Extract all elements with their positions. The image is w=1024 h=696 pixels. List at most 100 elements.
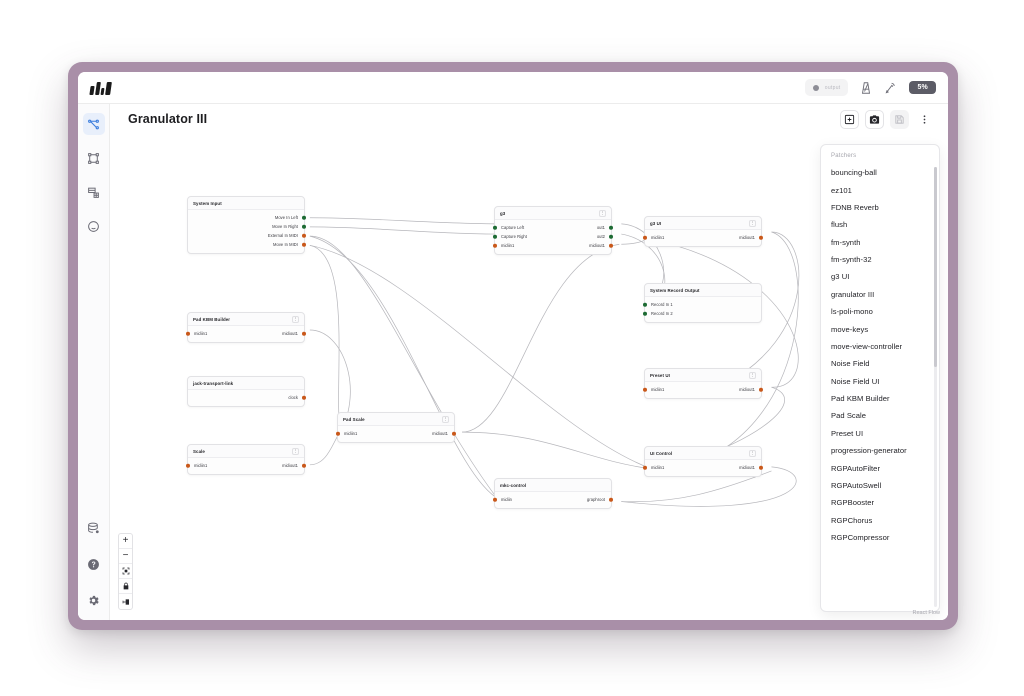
patcher-list-item[interactable]: granulator III bbox=[831, 289, 875, 299]
sidebar-item-database[interactable] bbox=[83, 517, 105, 539]
node-menu-icon[interactable]: ⋮ bbox=[292, 315, 299, 323]
patcher-list-item[interactable]: ez101 bbox=[831, 185, 852, 195]
patcher-list-item[interactable]: flush bbox=[831, 220, 848, 230]
vvvv-logo-icon[interactable] bbox=[89, 81, 116, 95]
sidebar-item-face[interactable] bbox=[83, 215, 105, 237]
node-header[interactable]: Pad Scale⋮ bbox=[338, 413, 454, 426]
patcher-list-item[interactable]: progression-generator bbox=[831, 446, 907, 456]
node-menu-icon[interactable]: ⋮ bbox=[749, 371, 756, 379]
input-port-handle[interactable] bbox=[642, 302, 648, 307]
input-port-handle[interactable] bbox=[335, 431, 341, 436]
patcher-list-item[interactable]: Noise Field bbox=[831, 359, 870, 369]
node-header[interactable]: System Input bbox=[188, 197, 304, 210]
input-port-handle[interactable] bbox=[492, 234, 498, 239]
output-port-handle[interactable] bbox=[608, 243, 614, 248]
patcher-list-item[interactable]: ls-poli-mono bbox=[831, 307, 873, 317]
output-port-handle[interactable] bbox=[758, 235, 764, 240]
patchers-scrollbar-thumb[interactable] bbox=[933, 167, 937, 367]
zoom-out-button[interactable]: − bbox=[119, 549, 132, 564]
sidebar-item-patch-graph[interactable] bbox=[82, 113, 105, 135]
input-port-handle[interactable] bbox=[492, 225, 498, 230]
sidebar-item-help[interactable] bbox=[83, 553, 105, 575]
sidebar-item-settings[interactable] bbox=[83, 589, 105, 611]
patcher-list-item[interactable]: Noise Field UI bbox=[831, 376, 880, 386]
input-port-handle[interactable] bbox=[642, 465, 648, 470]
node-menu-icon[interactable]: ⋮ bbox=[292, 447, 299, 455]
output-port-handle[interactable] bbox=[451, 431, 457, 436]
node-menu-icon[interactable]: ⋮ bbox=[599, 209, 606, 217]
patchers-scrollbar[interactable] bbox=[933, 167, 937, 607]
patcher-list-item[interactable]: Pad KBM Builder bbox=[831, 394, 890, 404]
output-port-handle[interactable] bbox=[301, 463, 307, 468]
more-options-button[interactable] bbox=[915, 110, 934, 129]
signal-icon[interactable] bbox=[884, 81, 898, 95]
save-button[interactable] bbox=[890, 109, 909, 129]
input-port-handle[interactable] bbox=[642, 311, 648, 316]
node-header[interactable]: jack-transport-link bbox=[188, 377, 304, 390]
zoom-in-button[interactable]: + bbox=[119, 534, 132, 549]
output-port-handle[interactable] bbox=[301, 331, 307, 336]
node-header[interactable]: mkc-control bbox=[495, 479, 611, 492]
node-header[interactable]: System Record Output bbox=[645, 284, 761, 297]
input-port-handle[interactable] bbox=[492, 243, 498, 248]
sidebar-item-layout[interactable] bbox=[83, 147, 105, 169]
output-port-handle[interactable] bbox=[301, 395, 307, 400]
patcher-list-item[interactable]: Preset UI bbox=[831, 428, 864, 438]
output-port-handle[interactable] bbox=[608, 497, 614, 502]
react-flow-attribution[interactable]: React Flow bbox=[912, 610, 940, 616]
patcher-list-item[interactable]: fm-synth bbox=[831, 237, 861, 247]
patcher-list-item[interactable]: RGPAutoFilter bbox=[831, 463, 881, 473]
input-port-handle[interactable] bbox=[642, 235, 648, 240]
sidebar-item-modules[interactable] bbox=[83, 181, 105, 203]
patcher-list-item[interactable]: fm-synth-32 bbox=[831, 255, 872, 265]
input-port-handle[interactable] bbox=[492, 497, 498, 502]
patcher-list-item[interactable]: move-view-controller bbox=[831, 341, 903, 351]
patcher-list-item[interactable]: FDNB Reverb bbox=[831, 202, 879, 212]
metronome-icon[interactable] bbox=[859, 81, 873, 95]
lock-button[interactable] bbox=[119, 579, 132, 594]
node-header[interactable]: g3 UI⋮ bbox=[645, 217, 761, 230]
patcher-list-item[interactable]: Pad Scale bbox=[831, 411, 867, 421]
output-port-handle[interactable] bbox=[608, 234, 614, 239]
add-node-button[interactable] bbox=[840, 109, 859, 129]
output-port-handle[interactable] bbox=[301, 224, 307, 229]
input-port-handle[interactable] bbox=[642, 387, 648, 392]
minimap-toggle-button[interactable] bbox=[119, 594, 132, 609]
patcher-list-item[interactable]: RGPBooster bbox=[831, 498, 875, 508]
fit-view-button[interactable] bbox=[119, 564, 132, 579]
patcher-list-item[interactable]: RGPCompressor bbox=[831, 533, 890, 543]
node-menu-icon[interactable]: ⋮ bbox=[749, 219, 756, 227]
node-menu-icon[interactable]: ⋮ bbox=[442, 415, 449, 423]
patcher-list-item[interactable]: move-keys bbox=[831, 324, 869, 334]
output-port-handle[interactable] bbox=[301, 242, 307, 247]
patcher-list-item[interactable]: RGPAutoSwell bbox=[831, 480, 882, 490]
output-port-handle[interactable] bbox=[758, 387, 764, 392]
input-port-handle[interactable] bbox=[185, 331, 191, 336]
screenshot-button[interactable] bbox=[865, 109, 884, 129]
node-header[interactable]: Pad KBM Builder⋮ bbox=[188, 313, 304, 326]
output-port-handle[interactable] bbox=[758, 465, 764, 470]
node-header[interactable]: UI Control⋮ bbox=[645, 447, 761, 460]
input-port-handle[interactable] bbox=[185, 463, 191, 468]
output-port-handle[interactable] bbox=[301, 233, 307, 238]
node-header[interactable]: Preset UI⋮ bbox=[645, 369, 761, 382]
patcher-list-item[interactable]: g3 UI bbox=[831, 272, 850, 282]
transport-status-pill[interactable]: output bbox=[804, 79, 849, 96]
output-port-handle[interactable] bbox=[301, 215, 307, 220]
patcher-list-item[interactable]: bouncing-ball bbox=[831, 168, 877, 178]
patcher-list-item[interactable]: RGPChorus bbox=[831, 515, 873, 525]
node-menu-icon[interactable]: ⋮ bbox=[749, 449, 756, 457]
